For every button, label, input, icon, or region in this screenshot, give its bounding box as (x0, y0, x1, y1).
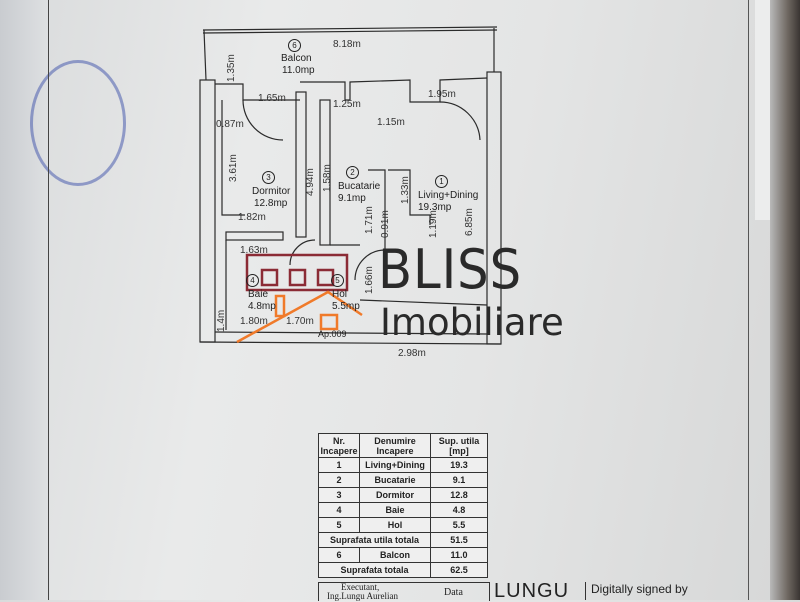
room-number-2: 2 (346, 166, 359, 179)
dimension: 4.94m (305, 168, 316, 196)
room-name-living: Living+Dining (418, 190, 479, 201)
dimension: 1.66m (364, 266, 375, 294)
dimension: 1.58m (322, 164, 333, 192)
dimension: 8.18m (333, 39, 361, 50)
total-value: 62.5 (430, 562, 488, 578)
dimension: 1.19m (428, 210, 439, 238)
logo-bliss-text: BLISS (378, 238, 523, 301)
signature-divider (585, 582, 586, 600)
cell-area: 4.8 (430, 502, 488, 518)
header-name: Denumire Incapere (359, 433, 431, 458)
dimension: 1.95m (428, 89, 456, 100)
frame-border-right (748, 0, 749, 600)
room-number-5: 5 (331, 274, 344, 287)
room-name-baie: Baie (248, 289, 269, 300)
dimension: 1.15m (377, 117, 405, 128)
stamp-seal (30, 60, 126, 186)
logo-house-icon (236, 253, 363, 344)
cell-nr: 1 (318, 457, 360, 473)
table-surface (770, 0, 800, 600)
cell-name: Living+Dining (359, 457, 431, 473)
cell-name: Bucatarie (359, 472, 431, 488)
dimension: 2.98m (398, 348, 426, 359)
signature-name: LUNGU (494, 580, 570, 602)
room-name-dormitor: Dormitor (252, 186, 291, 197)
dimension: 3.61m (228, 154, 239, 182)
subtotal-label: Suprafata utila totala (318, 532, 431, 548)
dimension: 1.65m (258, 93, 286, 104)
engineer-name: Ing.Lungu Aurelian (327, 591, 398, 601)
apartment-number: Ap.009 (318, 329, 347, 339)
header-nr: Nr. Incapere (318, 433, 360, 458)
room-name-bucatarie: Bucatarie (338, 181, 381, 192)
digital-signature-text: Digitally signed by (591, 582, 688, 596)
room-number-1: 1 (435, 175, 448, 188)
cell-name: Dormitor (359, 487, 431, 503)
subtotal-value: 51.5 (430, 532, 488, 548)
cell-nr: 3 (318, 487, 360, 503)
dimension: 1.63m (240, 245, 268, 256)
dimension: 1.33m (400, 176, 411, 204)
dimension: 1.82m (238, 212, 266, 223)
dimension: 1.80m (240, 316, 268, 327)
dimension: 1.70m (286, 316, 314, 327)
cell-name: Hol (359, 517, 431, 533)
room-area-living: 19.3mp (418, 202, 452, 213)
room-area-dormitor: 12.8mp (254, 198, 288, 209)
cell-nr: 4 (318, 502, 360, 518)
area-table: Nr. Incapere Denumire Incapere Sup. util… (318, 433, 488, 578)
dimension: 0.91m (380, 210, 391, 238)
dimension: 1.25m (333, 99, 361, 110)
room-area-baie: 4.8mp (248, 301, 276, 312)
room-area-bucatarie: 9.1mp (338, 193, 366, 204)
cell-nr: 2 (318, 472, 360, 488)
cell-area: 11.0 (430, 547, 488, 563)
frame-border-left (48, 0, 49, 600)
room-area-hol: 5.5mp (332, 301, 360, 312)
room-name-hol: Hol (332, 289, 348, 300)
dimension: 1.71m (364, 206, 375, 234)
cell-area: 9.1 (430, 472, 488, 488)
room-number-6: 6 (288, 39, 301, 52)
cell-name: Balcon (359, 547, 431, 563)
cell-nr: 6 (318, 547, 360, 563)
cell-nr: 5 (318, 517, 360, 533)
room-area-balcon: 11.0mp (282, 65, 315, 76)
executant-label: Executant, (341, 582, 380, 592)
logo-imobiliare-text: Imobiliare (380, 301, 564, 344)
cell-name: Baie (359, 502, 431, 518)
cell-area: 19.3 (430, 457, 488, 473)
dimension: 1.35m (226, 54, 237, 82)
dimension: 1.4m (216, 309, 227, 332)
total-label: Suprafata totala (318, 562, 431, 578)
room-number-4: 4 (246, 274, 259, 287)
dimension: 6.85m (464, 208, 475, 236)
header-area: Sup. utila [mp] (430, 433, 488, 458)
cell-area: 12.8 (430, 487, 488, 503)
room-number-3: 3 (262, 171, 275, 184)
date-label: Data (444, 587, 463, 598)
dimension: 0.87m (216, 119, 244, 130)
cell-area: 5.5 (430, 517, 488, 533)
room-name-balcon: Balcon (281, 53, 312, 64)
executant-box: Executant, Ing.Lungu Aurelian Data (318, 582, 490, 601)
